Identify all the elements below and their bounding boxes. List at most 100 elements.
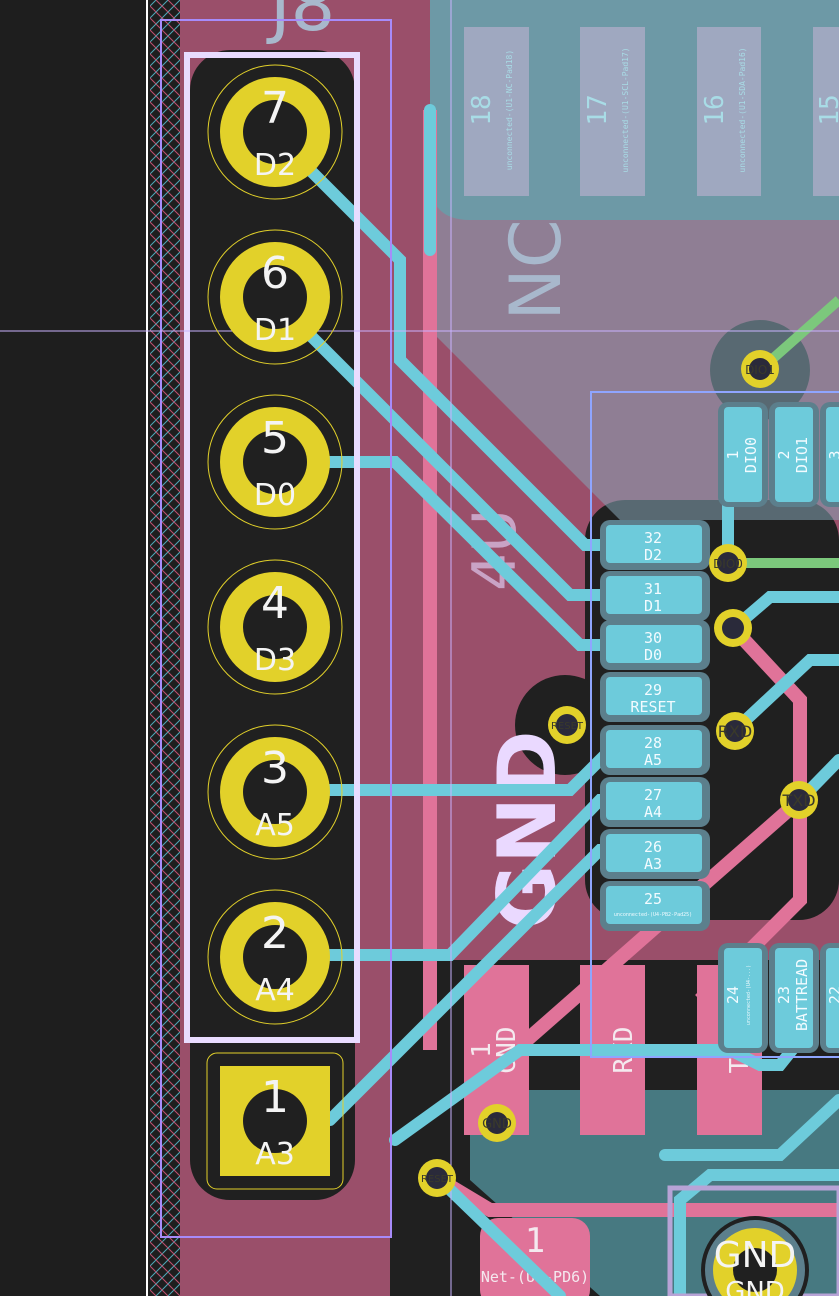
- canvas-background: [0, 0, 147, 1296]
- header-fab-outline: [160, 19, 392, 1238]
- gnd-through-hole-pad[interactable]: GND GND: [667, 1185, 839, 1296]
- svg-text:2: 2: [775, 450, 793, 459]
- svg-text:DIO0: DIO0: [742, 437, 760, 473]
- dio-pad-3: 3: [820, 402, 839, 507]
- via-reset-2[interactable]: RESET: [418, 1159, 456, 1197]
- header-pin-6: 6D1: [207, 229, 343, 365]
- silk-nc: NC: [495, 219, 577, 320]
- svg-text:DIO1: DIO1: [793, 437, 811, 473]
- svg-text:27: 27: [644, 786, 662, 804]
- svg-text:D1: D1: [644, 597, 662, 615]
- svg-text:3: 3: [826, 450, 839, 459]
- svg-text:A5: A5: [644, 751, 662, 769]
- svg-text:30: 30: [644, 629, 662, 647]
- silk-ref-j8: J8: [266, 0, 335, 47]
- svg-text:D1: D1: [254, 313, 296, 348]
- svg-text:D2: D2: [254, 148, 296, 183]
- svg-text:unconnected-(U1-SDA-Pad16): unconnected-(U1-SDA-Pad16): [738, 47, 747, 172]
- svg-text:BATTREAD: BATTREAD: [793, 959, 811, 1031]
- svg-text:1: 1: [724, 450, 742, 459]
- svg-text:D0: D0: [644, 646, 662, 664]
- header-courtyard: [184, 52, 360, 1043]
- svg-text:RESET: RESET: [551, 721, 584, 732]
- pad-18: 18 unconnected-(U1-NC-Pad18): [464, 27, 529, 196]
- module-pad-22: 22: [820, 943, 839, 1053]
- svg-text:17: 17: [583, 94, 613, 125]
- vias: DIO1 DIO0 RESET RXD TXD GND RESET: [418, 350, 818, 1197]
- svg-text:A4: A4: [644, 803, 662, 821]
- svg-text:RXD: RXD: [718, 722, 752, 741]
- svg-text:D0: D0: [254, 478, 296, 513]
- header-j8: 7D2 6D1 5D0 4D3 3A5 2A4 1A3: [206, 64, 344, 1190]
- via-dio1[interactable]: DIO1: [741, 350, 779, 388]
- svg-text:1: 1: [261, 1072, 289, 1123]
- svg-text:unconnected-(U1-NC-Pad18): unconnected-(U1-NC-Pad18): [505, 50, 514, 170]
- header-pin-5: 5D0: [207, 394, 343, 530]
- svg-text:31: 31: [644, 580, 662, 598]
- via-dio0[interactable]: DIO0: [709, 544, 747, 582]
- via-gnd[interactable]: GND: [478, 1104, 516, 1142]
- copper-zone-overlay: [180, 0, 839, 520]
- svg-text:A5: A5: [255, 808, 295, 843]
- svg-text:TXD: TXD: [781, 791, 815, 810]
- svg-text:5: 5: [261, 413, 289, 464]
- svg-text:23: 23: [775, 986, 793, 1004]
- svg-text:unconnected-(U4-...): unconnected-(U4-...): [746, 965, 752, 1025]
- silk-gnd: GND: [481, 730, 574, 929]
- svg-text:GND: GND: [714, 1235, 797, 1276]
- header-pin-2: 2A4: [207, 889, 343, 1025]
- svg-text:A3: A3: [644, 855, 662, 873]
- svg-text:GND: GND: [725, 1277, 785, 1296]
- svg-text:32: 32: [644, 529, 662, 547]
- svg-text:A3: A3: [255, 1137, 295, 1172]
- edge-clearance-hatch: [150, 0, 180, 1296]
- header-pin-4: 4D3: [207, 559, 343, 695]
- svg-text:7: 7: [261, 83, 289, 134]
- svg-text:unconnected-(U4-PB2-Pad25): unconnected-(U4-PB2-Pad25): [614, 912, 692, 918]
- module-u4-outline: [590, 391, 839, 1058]
- svg-text:A4: A4: [255, 973, 295, 1008]
- svg-text:6: 6: [261, 248, 289, 299]
- svg-text:24: 24: [724, 986, 742, 1004]
- via-rxd[interactable]: RXD: [716, 712, 754, 750]
- svg-text:unconnected-(U1-SCL-Pad17): unconnected-(U1-SCL-Pad17): [621, 47, 630, 172]
- svg-text:18: 18: [467, 94, 497, 125]
- svg-text:4: 4: [261, 578, 289, 629]
- pad-net-num: 1: [525, 1221, 545, 1261]
- svg-text:DIO1: DIO1: [745, 363, 775, 377]
- via-unlabeled[interactable]: [714, 609, 752, 647]
- svg-text:28: 28: [644, 734, 662, 752]
- svg-text:GND: GND: [482, 1117, 512, 1132]
- svg-text:RESET: RESET: [630, 698, 675, 716]
- svg-text:26: 26: [644, 838, 662, 856]
- module-pad-24: 24 unconnected-(U4-...): [718, 943, 768, 1053]
- svg-text:D2: D2: [644, 546, 662, 564]
- smd-pad-1-num: 1: [467, 1042, 497, 1058]
- header-pin-1: 1A3: [206, 1052, 344, 1190]
- pad-16: 16 unconnected-(U1-SDA-Pad16): [697, 27, 761, 196]
- via-reset-1[interactable]: RESET: [548, 706, 586, 744]
- svg-text:3: 3: [261, 743, 289, 794]
- svg-text:D3: D3: [254, 643, 296, 678]
- pad-15: 15: [813, 27, 839, 196]
- pad-17: 17 unconnected-(U1-SCL-Pad17): [580, 27, 645, 196]
- svg-text:16: 16: [700, 94, 730, 125]
- svg-text:29: 29: [644, 681, 662, 699]
- header-pin-7: 7D2: [207, 64, 343, 200]
- via-txd[interactable]: TXD: [780, 781, 818, 819]
- svg-text:DIO0: DIO0: [713, 557, 743, 571]
